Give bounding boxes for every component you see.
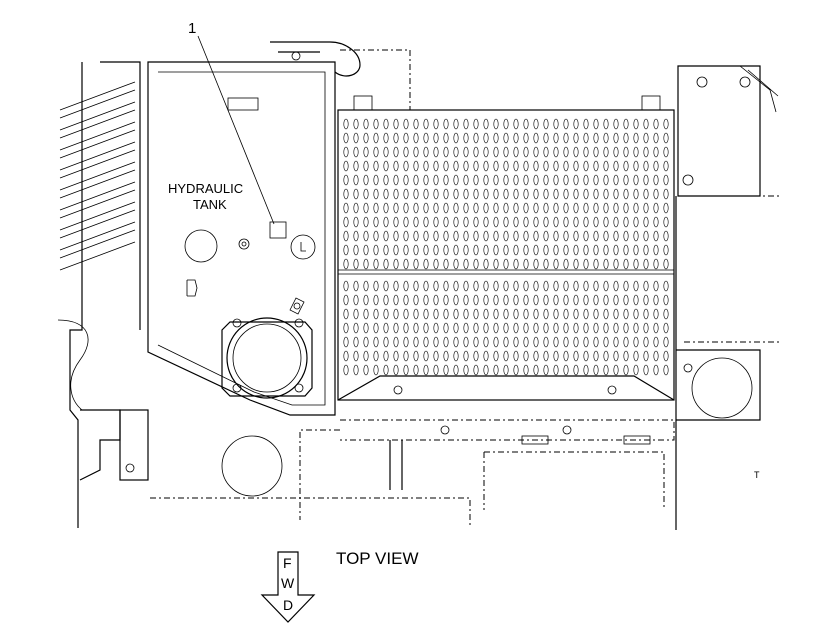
svg-text:T: T [754, 470, 760, 480]
cooler-core [337, 95, 675, 401]
tank-port-large [184, 229, 218, 263]
tank-port-small [238, 238, 250, 250]
tank-decal [227, 97, 259, 111]
louvers [59, 81, 136, 271]
right-frame: T [675, 65, 780, 530]
fwd-letter-w: W [281, 575, 295, 591]
return-filter [221, 297, 313, 399]
tank-bracket-small [186, 279, 198, 297]
view-title: TOP VIEW [336, 549, 419, 568]
callout-1: 1 [188, 20, 275, 225]
tank-label-line2: TANK [193, 197, 227, 212]
right-port [691, 357, 753, 419]
callout-number: 1 [188, 20, 196, 37]
lower-frame [150, 419, 675, 528]
fwd-arrow: F W D [260, 551, 316, 623]
core-mount-left [353, 95, 373, 111]
lower-port [221, 435, 283, 497]
callout-leader-line [197, 35, 275, 225]
fwd-letter-f: F [283, 555, 292, 571]
level-gauge [290, 234, 316, 260]
core-mount-right [641, 95, 661, 111]
tank-label-line1: HYDRAULIC [168, 181, 243, 196]
hydraulic-tank [147, 61, 336, 416]
fwd-letter-d: D [283, 597, 293, 613]
cooler-fins [343, 118, 669, 376]
left-frame [57, 61, 149, 528]
sight-gauge-item-1 [269, 221, 287, 239]
top-bracket [270, 41, 411, 110]
